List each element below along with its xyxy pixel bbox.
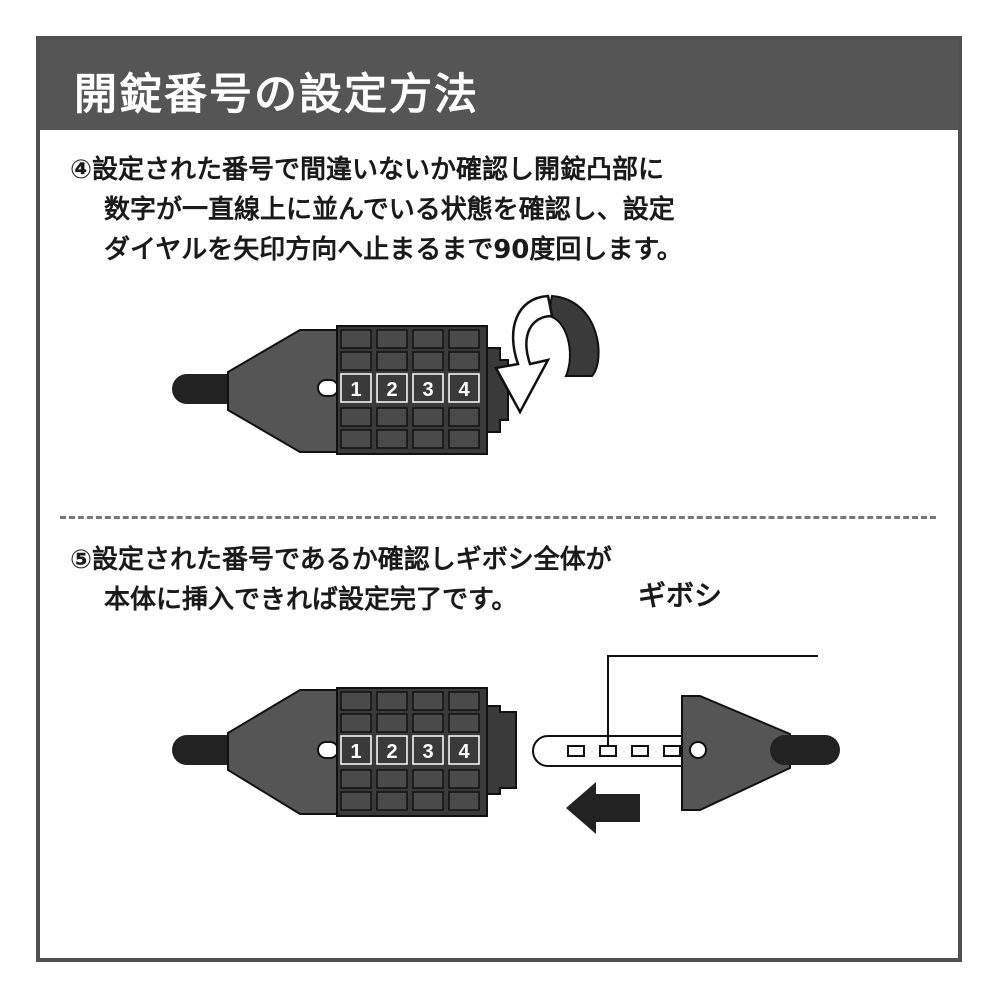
instruction-panel: 開錠番号の設定方法 ④設定された番号で間違いないか確認し開錠凸部に 数字が一直線… [36,36,962,962]
dial-digit-2: 2 [386,379,397,401]
step-5-line-1: ⑤設定された番号であるか確認しギボシ全体が [70,545,612,575]
dial-digit-2b: 2 [386,741,397,763]
dial-knob-bottom [486,705,517,795]
dial-digit-3: 3 [422,379,433,401]
dial-digit-1b: 1 [350,741,361,763]
lock-slot [317,379,339,397]
rotate-arrow-tail [546,294,600,377]
step-4-text: ④設定された番号で間違いないか確認し開錠凸部に 数字が一直線上に並んでいる状態を… [70,150,683,270]
dial-digit-1: 1 [350,379,361,401]
step-4-line-3: ダイヤルを矢印方向へ止まるまで90度回します。 [104,235,683,265]
step-5-text: ⑤設定された番号であるか確認しギボシ全体が 本体に挿入できれば設定完了です。 [70,540,612,620]
page-title: 開錠番号の設定方法 [74,70,479,120]
insert-arrow [566,782,640,834]
gibo-body-cone [681,695,791,811]
dial-digit-4b: 4 [458,741,470,763]
dial-knob-top [486,347,509,433]
cable-end-right [770,735,840,765]
gibo-slot [689,741,707,759]
gibo-label: ギボシ [638,579,723,612]
lock-insert-figure: 1 2 3 4 [172,655,840,834]
dashed-divider [60,516,936,519]
dial-digit-4: 4 [458,379,470,401]
rotate-arrow-head [494,294,554,415]
lock-slot-2 [317,741,339,759]
dial-digit-3b: 3 [422,741,433,763]
dial-block-bottom: 1 2 3 4 [336,687,488,817]
step-4-line-1: ④設定された番号で間違いないか確認し開錠凸部に [70,155,665,185]
gibo-leader-line [607,655,818,746]
step-5-line-2: 本体に挿入できれば設定完了です。 [104,585,518,615]
step-4-line-2: 数字が一直線上に並んでいる状態を確認し、設定 [104,195,675,225]
gibo-pin-slots [567,745,681,757]
dial-block-top: 1 2 3 4 [336,325,488,455]
lock-rotate-figure: 1 2 3 4 [172,294,600,455]
header-bar: 開錠番号の設定方法 [40,40,958,130]
